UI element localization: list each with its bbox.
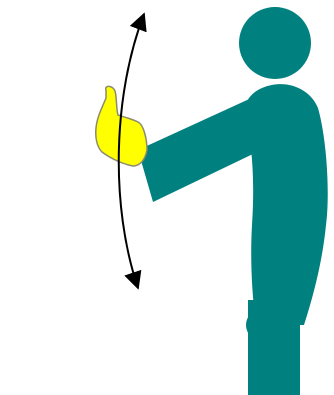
head — [239, 7, 311, 79]
person-figure-icon — [138, 7, 328, 395]
hand-icon — [96, 86, 147, 166]
knee — [246, 309, 278, 341]
